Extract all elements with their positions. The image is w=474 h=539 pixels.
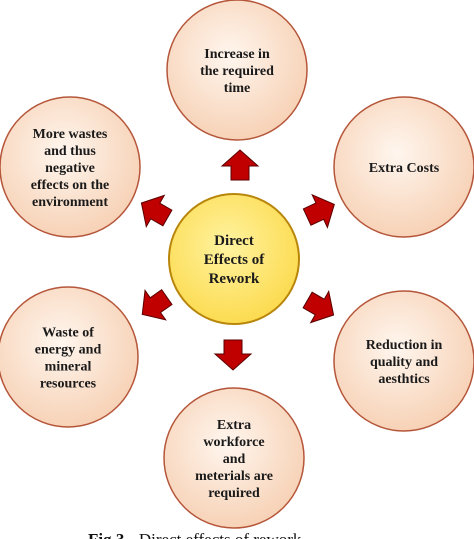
label-line: effects on the [31,178,110,193]
arrow-up [220,149,260,181]
label-line: Extra Costs [369,161,440,176]
arrow-lower-right [302,290,335,324]
arrow-down [213,339,253,371]
effect-label-costs: Extra Costs [369,161,440,176]
effect-node-workforce: Extra workforce and meterials are required [163,387,305,529]
effect-node-quality: Reduction in quality and aesthtics [333,290,474,432]
label-line: Effects of [204,252,265,268]
effect-circle-workforce [163,387,305,529]
label-line: and [223,452,246,467]
arrow-lower-left [141,289,173,321]
center-circle [168,193,300,325]
effect-circle-costs [333,96,474,238]
label-line: negative [45,161,95,176]
label-line: meterials are [195,469,273,484]
label-line: quality and [370,355,438,370]
label-line: energy and [35,343,102,358]
figure-caption: Fig 3. Direct effects of rework [88,530,302,539]
effect-node-wastes: More wastes and thus negative effects on th… [0,96,141,238]
label-line: Increase in [204,47,270,62]
label-line: aesthtics [378,372,430,387]
caption-label: Fig 3. [88,530,129,539]
effect-circle-wastes [0,96,141,238]
effect-label-energy: Waste of energy and mineral resources [35,326,102,392]
caption-text: Direct effects of rework [139,530,302,539]
arrow-upper-left [140,194,173,228]
label-line: environment [32,195,108,210]
effect-circle-time [166,0,308,141]
effect-label-wastes: More wastes and thus negative effects on th… [31,127,110,210]
label-line: Waste of [42,326,94,341]
effect-label-workforce: Extra workforce and meterials are required [195,418,273,501]
label-line: Direct [214,233,254,249]
label-line: Extra [217,418,251,433]
effect-node-energy: Waste of energy and mineral resources [0,286,139,428]
label-line: mineral [45,360,92,375]
label-line: More wastes [33,127,108,142]
effect-label-quality: Reduction in quality and aesthtics [366,338,443,387]
effect-circle-energy [0,286,139,428]
label-line: required [208,486,260,501]
label-line: the required [200,64,274,79]
effect-circle-quality [333,290,474,432]
label-line: time [224,81,250,96]
effect-node-costs: Extra Costs [333,96,474,238]
label-line: workforce [203,435,264,450]
label-line: and thus [44,144,96,159]
label-line: resources [40,377,97,392]
effect-label-time: Increase in the required time [200,47,274,96]
effect-node-time: Increase in the required time [166,0,308,141]
label-line: Rework [209,271,260,287]
arrow-upper-right [302,193,335,229]
label-line: Reduction in [366,338,443,353]
